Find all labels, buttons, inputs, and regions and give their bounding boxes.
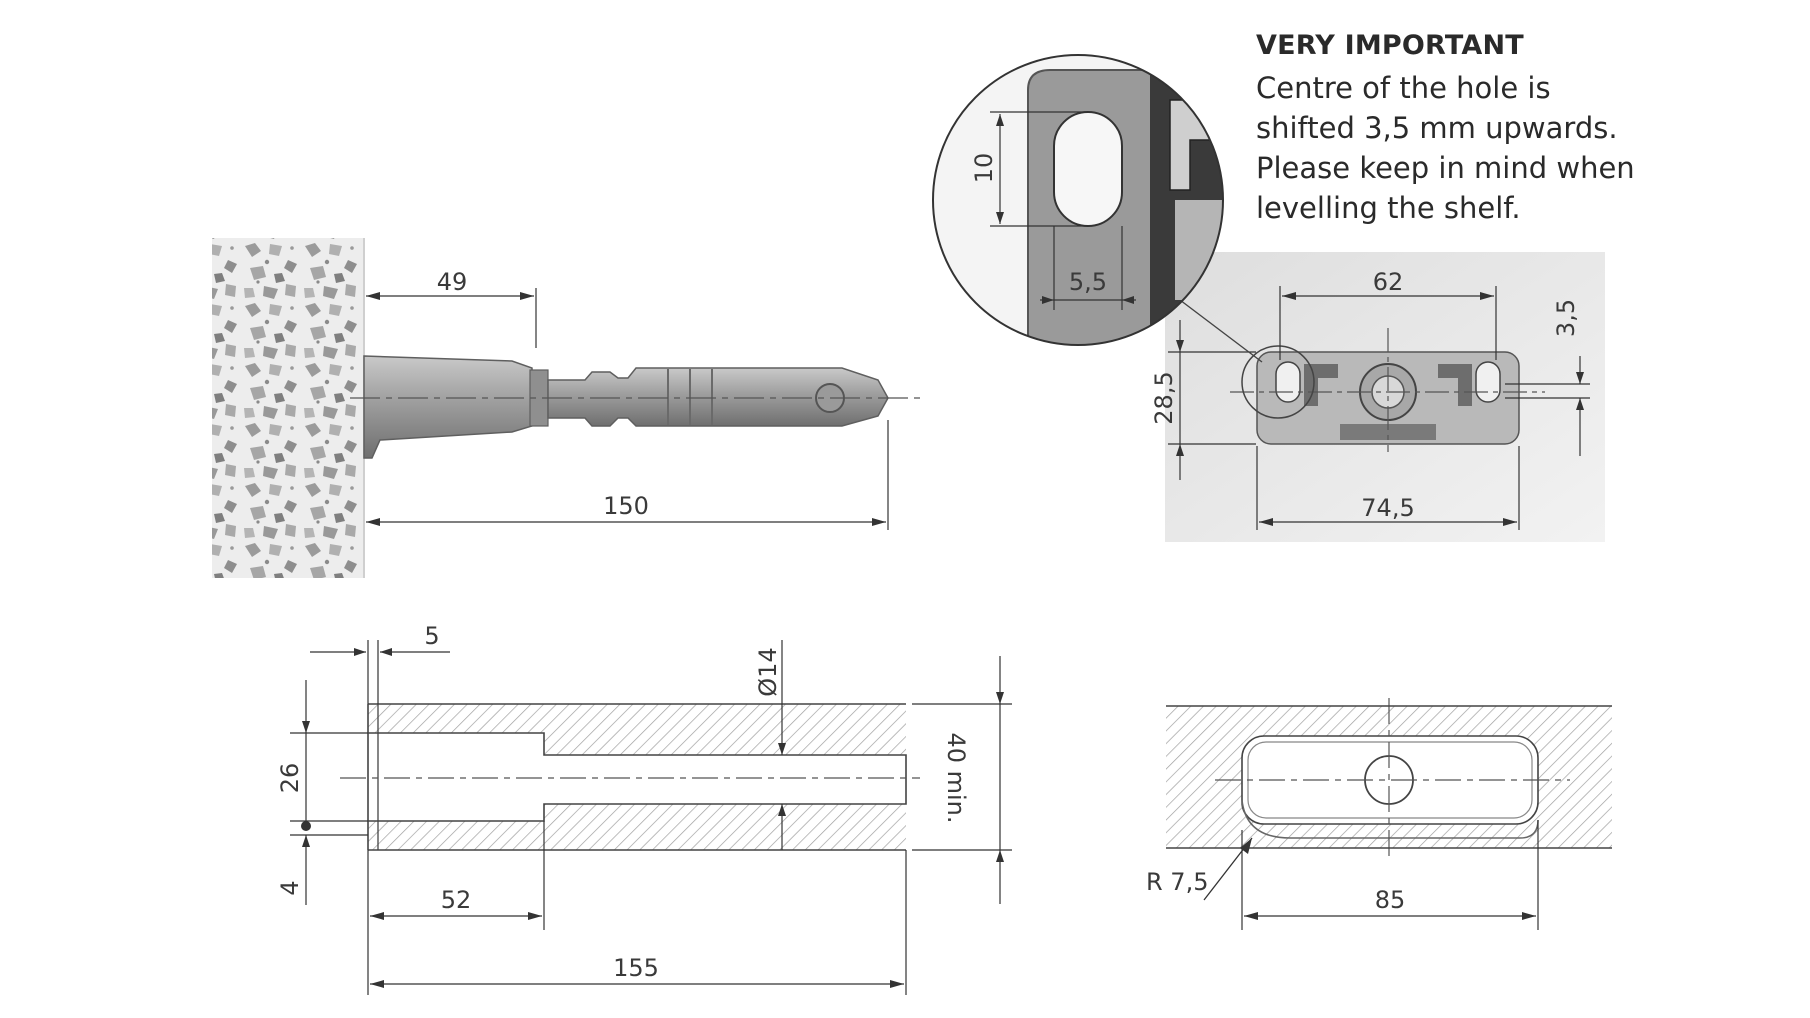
dim-62: 62: [1373, 268, 1404, 296]
note-title: VERY IMPORTANT: [1256, 30, 1524, 61]
dim-r7-5: R 7,5: [1146, 868, 1208, 896]
dim-155: 155: [613, 954, 659, 982]
pocket-view: R 7,5 85: [1146, 698, 1612, 930]
dim-5-5: 5,5: [1069, 268, 1107, 296]
dim-49: 49: [437, 268, 468, 296]
dim-4: 4: [276, 880, 304, 895]
concrete-wall: [212, 238, 364, 578]
dim-3-5: 3,5: [1552, 299, 1580, 337]
detail-circle: [932, 54, 1224, 346]
note-line-4: levelling the shelf.: [1256, 191, 1521, 225]
note-line-2: shifted 3,5 mm upwards.: [1256, 111, 1618, 145]
dim-40-min: 40 min.: [942, 732, 970, 823]
dim-5: 5: [424, 622, 439, 650]
dim-26: 26: [276, 763, 304, 794]
bolt-housing: [363, 355, 533, 459]
note-line-3: Please keep in mind when: [1256, 151, 1635, 185]
section-view: 5 26 4 Ø14 40 min. 52 155: [276, 622, 1012, 995]
dim-d14: Ø14: [754, 647, 782, 696]
dim-150: 150: [603, 492, 649, 520]
dim-74-5: 74,5: [1361, 494, 1414, 522]
side-view: 49 150: [212, 238, 925, 578]
plate-view: 62 3,5 28,5 74,5: [1150, 252, 1605, 542]
dim-52: 52: [441, 886, 472, 914]
section-outline: [367, 703, 907, 851]
dim-10: 10: [970, 153, 998, 184]
note-line-1: Centre of the hole is: [1256, 71, 1551, 105]
dim-28-5: 28,5: [1150, 371, 1178, 424]
note-body: Centre of the hole is shifted 3,5 mm upw…: [1256, 68, 1716, 228]
bolt-shaft: [547, 367, 889, 427]
dim-85: 85: [1375, 886, 1406, 914]
